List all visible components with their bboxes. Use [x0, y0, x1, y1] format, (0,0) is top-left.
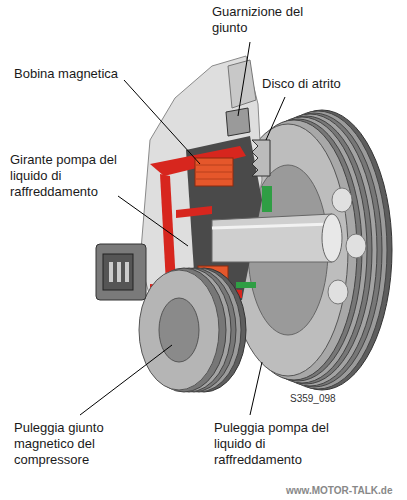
magnetic-coil-part [195, 165, 233, 166]
impeller-part [160, 174, 176, 284]
figure-code: S359_098 [290, 392, 336, 405]
impeller-part [176, 206, 212, 218]
compressor-pulley [139, 268, 246, 392]
seal-and-friction-disc-part [226, 108, 250, 136]
leader-lines-part [124, 80, 200, 164]
shaft-part [212, 224, 332, 228]
connector-plug-part [103, 254, 133, 290]
compressor-pulley-part [139, 270, 219, 390]
pump-housing-part [228, 60, 256, 108]
shaft [212, 214, 342, 262]
bolts-part [332, 188, 352, 212]
magnetic-coil-part [195, 179, 233, 180]
shaft-part [322, 214, 342, 262]
part-label: Bobina magnetica [14, 66, 118, 82]
green-seal [236, 186, 272, 288]
leader-lines-part [266, 97, 285, 140]
bolts-part [328, 280, 348, 304]
leader-lines-part [238, 42, 250, 116]
green-seal-part [236, 282, 256, 288]
watermark: www.MOTOR-TALK.de [286, 484, 392, 497]
leader-lines-part [118, 196, 188, 246]
part-label: Girante pompa del liquido di raffreddame… [10, 152, 120, 200]
seal-and-friction-disc-part [252, 140, 270, 176]
magnetic-coil [195, 158, 233, 282]
leader-lines [80, 42, 285, 415]
magnetic-coil-part [195, 172, 233, 173]
bolts [328, 188, 366, 304]
connector-plug [96, 244, 146, 300]
part-label: Puleggia giunto magnetico del compressor… [14, 420, 126, 468]
part-label: Disco di atrito [262, 76, 341, 92]
connector-plug-part [96, 244, 146, 300]
connector-plug-part [125, 262, 129, 282]
connector-plug-part [117, 262, 121, 282]
compressor-pulley-part [159, 298, 199, 362]
leader-lines-part [250, 362, 262, 415]
part-label: Puleggia pompa del liquido di raffreddam… [214, 420, 334, 468]
green-seal-part [262, 186, 272, 212]
connector-plug-part [109, 262, 113, 282]
part-label: Guarnizione del giunto [212, 4, 324, 36]
magnetic-coil-part [195, 158, 233, 186]
leader-lines-part [80, 345, 172, 415]
shaft-part [212, 214, 332, 262]
bolts-part [346, 234, 366, 258]
